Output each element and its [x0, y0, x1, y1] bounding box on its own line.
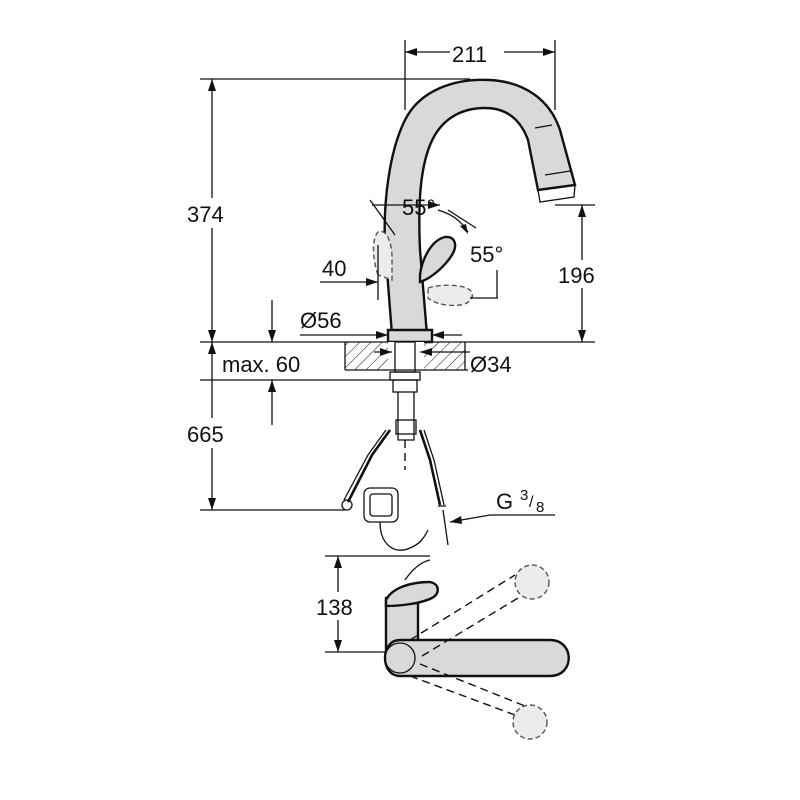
dimension-138-label: 138 — [316, 595, 353, 620]
dimension-196: 196 — [555, 204, 610, 342]
dimension-211: 211 — [404, 38, 556, 110]
dimension-196-label: 196 — [558, 263, 595, 288]
dimension-diameter-34-label: Ø34 — [470, 352, 512, 377]
thread-denominator: 8 — [536, 499, 544, 516]
plan-view: 138 — [314, 555, 570, 740]
thread-prefix: G — [496, 489, 513, 514]
dimension-374-label: 374 — [187, 202, 224, 227]
dimension-max-60-label: max. 60 — [222, 352, 300, 377]
thread-numerator: 3 — [520, 487, 528, 504]
dimension-40: 40 — [320, 245, 379, 300]
dimension-211-label: 211 — [452, 42, 487, 67]
thread-callout: G 3 / 8 — [449, 487, 555, 524]
angle-55-lever-label: 55° — [470, 242, 503, 267]
angle-55-top-label: 55° — [402, 195, 435, 220]
thread-slash: / — [529, 494, 534, 511]
angle-55-top: 55° — [369, 195, 477, 236]
supply-hose-left — [341, 429, 392, 511]
dimension-40-label: 40 — [322, 256, 346, 281]
dimension-diameter-56-label: Ø56 — [300, 308, 342, 333]
dimension-665: 665 — [185, 342, 345, 511]
faucet-spout — [383, 78, 577, 337]
faucet-shank — [389, 341, 421, 470]
pullout-hose-loop — [379, 521, 429, 551]
dimension-diameter-34: Ø34 — [374, 348, 512, 377]
dimension-diameter-56: Ø56 — [300, 308, 462, 339]
hose-weight — [363, 487, 399, 523]
dimension-374: 374 — [185, 78, 470, 342]
dimension-665-label: 665 — [187, 422, 224, 447]
supply-hose-right — [418, 429, 449, 546]
dimension-max-60: max. 60 — [200, 300, 395, 425]
angle-55-lever: 55° — [470, 242, 503, 299]
lever-handle — [418, 235, 457, 284]
countertop-section — [344, 342, 468, 372]
faucet-base — [386, 328, 434, 344]
